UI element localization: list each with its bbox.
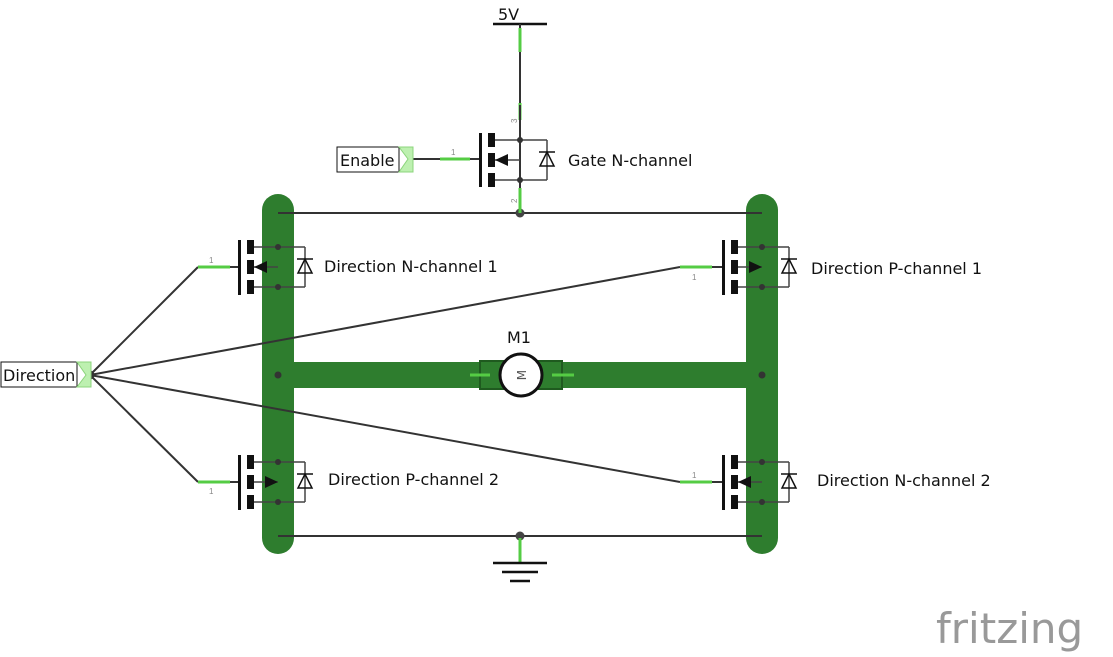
svg-text:1: 1 (692, 471, 697, 480)
direction-net: Direction (0, 266, 681, 483)
motor-label: M1 (507, 328, 531, 347)
supply-label: 5V (498, 5, 519, 24)
motor-m1: M M1 (470, 328, 574, 398)
enable-label: Enable (340, 151, 395, 170)
dir-p2-label: Direction P-channel 2 (328, 470, 499, 489)
motor-symbol: M (515, 370, 529, 380)
svg-text:1: 1 (209, 487, 214, 496)
svg-text:1: 1 (209, 256, 214, 265)
mosfet-direction-p1: 1 Direction P-channel 1 (680, 240, 982, 295)
mosfet-direction-p2: 1 Direction P-channel 2 (198, 455, 499, 510)
dir-p1-label: Direction P-channel 1 (811, 259, 982, 278)
gate-n-label: Gate N-channel (568, 151, 692, 170)
direction-label: Direction (3, 366, 75, 385)
pin-1-gate: 1 (451, 148, 456, 157)
dir-n1-label: Direction N-channel 1 (324, 257, 498, 276)
dir-n2-label: Direction N-channel 2 (817, 471, 991, 490)
mosfet-direction-n1: 1 Direction N-channel 1 (198, 240, 498, 295)
pin-2-gate: 2 (510, 198, 519, 203)
pin-3-gate: 3 (510, 118, 519, 123)
enable-net-label: Enable (336, 146, 414, 173)
svg-text:1: 1 (692, 273, 697, 282)
supply-5v: 5V (493, 5, 547, 120)
fritzing-logo: fritzing (936, 604, 1083, 653)
mosfet-direction-n2: 1 Direction N-channel 2 (680, 455, 991, 510)
ground-symbol (493, 538, 547, 583)
mosfet-gate-n: 1 3 2 Gate N-channel (412, 105, 692, 213)
